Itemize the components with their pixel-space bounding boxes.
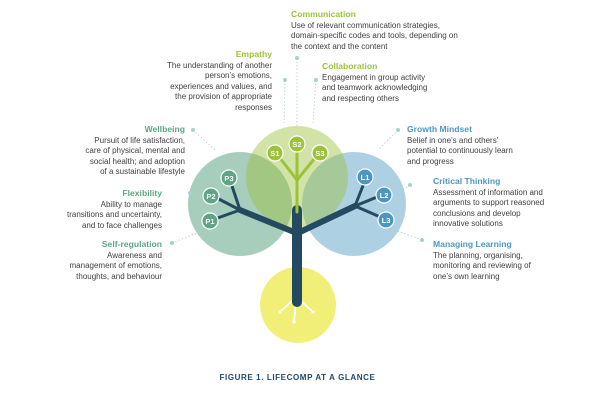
- critical-desc: Assessment of information and arguments …: [433, 187, 545, 229]
- tree-trunk: [210, 176, 387, 307]
- node-l1: L1: [356, 168, 374, 186]
- wellbeing-desc: Pursuit of life satisfaction, care of ph…: [85, 135, 185, 177]
- connector-dot-critical: [408, 183, 412, 187]
- flexibility-desc: Ability to manage transitions and uncert…: [66, 199, 162, 230]
- svg-text:L3: L3: [382, 216, 391, 225]
- connector-dot-empathy: [283, 78, 287, 82]
- node-p2: P2: [202, 187, 220, 205]
- connector-lines: [171, 58, 423, 244]
- connector-dot-communication: [295, 56, 299, 60]
- svg-text:L1: L1: [361, 173, 370, 182]
- label-growth: Growth Mindset Belief in one’s and other…: [407, 124, 515, 167]
- growth-desc: Belief in one’s and others’ potential to…: [407, 135, 513, 166]
- connector-dot-managing: [420, 238, 424, 242]
- empathy-desc: The understanding of another person’s em…: [167, 60, 272, 112]
- svg-text:P1: P1: [205, 217, 214, 226]
- empathy-title: Empathy: [235, 49, 272, 59]
- label-critical: Critical Thinking Assessment of informat…: [433, 176, 545, 230]
- label-wellbeing: Wellbeing Pursuit of life satisfaction, …: [85, 124, 185, 178]
- managing-desc: The planning, organising, monitoring and…: [433, 250, 531, 281]
- label-collaboration: Collaboration Engagement in group activi…: [322, 61, 437, 104]
- label-empathy: Empathy The understanding of another per…: [163, 49, 272, 113]
- connector-dot-flexibility: [188, 191, 192, 195]
- node-p3: P3: [220, 169, 238, 187]
- label-selfreg: Self-regulation Awareness and management…: [60, 239, 163, 282]
- label-communication: Communication Use of relevant communicat…: [291, 9, 461, 52]
- label-flexibility: Flexibility Ability to manage transition…: [62, 188, 162, 231]
- collaboration-desc: Engagement in group activity and teamwor…: [322, 72, 428, 103]
- svg-text:S3: S3: [315, 149, 324, 158]
- connector-dot-collaboration: [314, 78, 318, 82]
- svg-text:P3: P3: [224, 174, 233, 183]
- figure-caption: FIGURE 1. LIFECOMP AT A GLANCE: [219, 373, 376, 382]
- flexibility-title: Flexibility: [122, 188, 162, 198]
- node-s1: S1: [266, 144, 284, 162]
- node-l2: L2: [375, 186, 393, 204]
- growth-title: Growth Mindset: [407, 124, 472, 134]
- selfreg-desc: Awareness and management of emotions, th…: [69, 250, 163, 281]
- node-l3: L3: [377, 211, 395, 229]
- svg-text:L2: L2: [380, 191, 389, 200]
- svg-text:S2: S2: [292, 140, 301, 149]
- personal-area-circle: [188, 152, 292, 256]
- connector-dot-selfreg: [170, 241, 174, 245]
- collaboration-title: Collaboration: [322, 61, 378, 71]
- svg-text:S1: S1: [270, 149, 279, 158]
- selfreg-title: Self-regulation: [101, 239, 162, 249]
- node-s2: S2: [288, 135, 306, 153]
- connector-dot-growth: [396, 128, 400, 132]
- wellbeing-title: Wellbeing: [144, 124, 185, 134]
- svg-text:P2: P2: [206, 192, 215, 201]
- critical-title: Critical Thinking: [433, 176, 501, 186]
- connector-dot-wellbeing: [191, 128, 195, 132]
- managing-title: Managing Learning: [433, 239, 512, 249]
- label-managing: Managing Learning The planning, organisi…: [433, 239, 541, 282]
- node-p1: P1: [201, 212, 219, 230]
- communication-desc: Use of relevant communication strategies…: [291, 20, 458, 51]
- node-s3: S3: [311, 144, 329, 162]
- communication-title: Communication: [291, 9, 356, 19]
